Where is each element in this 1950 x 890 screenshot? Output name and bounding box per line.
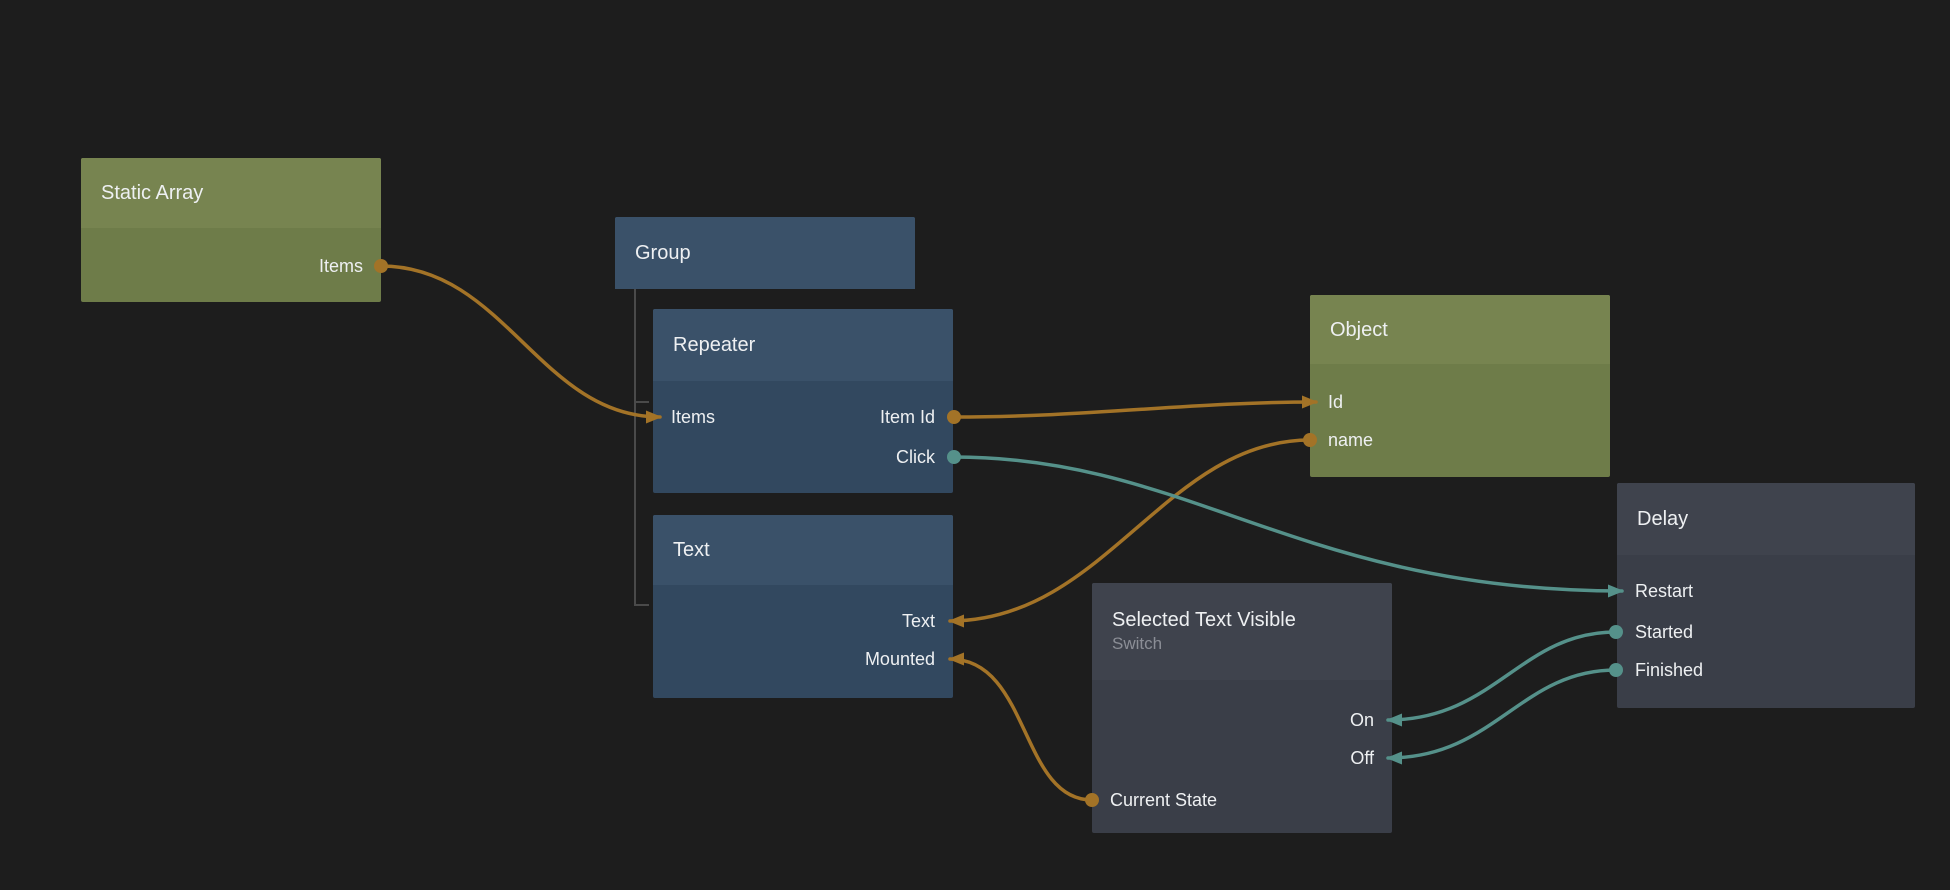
port-label: name — [1328, 430, 1374, 450]
port-label: Finished — [1635, 660, 1704, 680]
port-label: Mounted — [864, 649, 935, 669]
node-header[interactable]: Group — [615, 217, 915, 289]
port-items-input[interactable]: Items — [653, 404, 953, 430]
node-title: Text — [673, 539, 710, 561]
node-title: Group — [635, 242, 691, 264]
node-header[interactable]: Delay — [1617, 483, 1915, 555]
port-on-input[interactable]: On — [1092, 707, 1392, 733]
node-object[interactable]: Object Id name — [1310, 295, 1610, 477]
port-label: Off — [1350, 748, 1374, 768]
node-title: Repeater — [673, 334, 756, 356]
node-header[interactable]: Static Array — [81, 158, 381, 228]
port-click-output[interactable]: Click — [653, 444, 953, 470]
connection-switch-current-state-to-text-mounted[interactable] — [948, 652, 1094, 802]
port-id-input[interactable]: Id — [1310, 389, 1610, 415]
group-children-connector — [634, 289, 649, 606]
node-delay[interactable]: Delay Restart Started Finished — [1617, 483, 1915, 708]
port-current-state-output[interactable]: Current State — [1092, 787, 1392, 813]
port-label: Items — [318, 256, 363, 276]
port-label: Started — [1635, 622, 1694, 642]
node-header[interactable]: Text — [653, 515, 953, 585]
node-repeater[interactable]: Repeater Items Item Id Click — [653, 309, 953, 493]
port-label: Click — [896, 447, 935, 467]
port-label: Restart — [1635, 581, 1694, 601]
port-off-input[interactable]: Off — [1092, 745, 1392, 771]
node-header[interactable]: Repeater — [653, 309, 953, 381]
node-header[interactable]: Object — [1310, 295, 1610, 364]
node-text[interactable]: Text Text Mounted — [653, 515, 953, 698]
node-title: Selected Text Visible — [1112, 609, 1296, 632]
port-name-output[interactable]: name — [1310, 427, 1610, 453]
node-subtitle: Switch — [1112, 634, 1163, 654]
port-items-output[interactable]: Items — [81, 253, 381, 279]
node-selected-text-visible-switch[interactable]: Selected Text Visible Switch On Off Curr… — [1092, 583, 1392, 833]
connection-delay-started-to-switch-on[interactable] — [1386, 630, 1618, 727]
port-mounted-input[interactable]: Mounted — [653, 646, 953, 672]
port-restart-input[interactable]: Restart — [1617, 578, 1915, 604]
connection-repeater-item-id-to-object-id[interactable] — [952, 395, 1318, 419]
port-label: Text — [901, 611, 935, 631]
port-label: On — [1349, 710, 1374, 730]
port-label: Current State — [1110, 790, 1218, 810]
node-title: Delay — [1637, 508, 1689, 530]
port-text-input[interactable]: Text — [653, 608, 953, 634]
node-static-array[interactable]: Static Array Items — [81, 158, 381, 302]
connection-repeater-click-to-delay-restart[interactable] — [952, 455, 1624, 598]
node-title: Object — [1330, 318, 1388, 341]
port-started-output[interactable]: Started — [1617, 619, 1915, 645]
port-finished-output[interactable]: Finished — [1617, 657, 1915, 683]
port-label: Items — [671, 407, 716, 427]
node-header[interactable]: Selected Text Visible Switch — [1092, 583, 1392, 680]
node-group[interactable]: Group — [615, 217, 915, 289]
node-title: Static Array — [101, 182, 204, 204]
port-label: Item Id — [879, 407, 935, 427]
port-item-id-output[interactable]: Item Id — [653, 404, 953, 430]
port-label: Id — [1328, 392, 1344, 412]
connection-delay-finished-to-switch-off[interactable] — [1386, 668, 1618, 765]
